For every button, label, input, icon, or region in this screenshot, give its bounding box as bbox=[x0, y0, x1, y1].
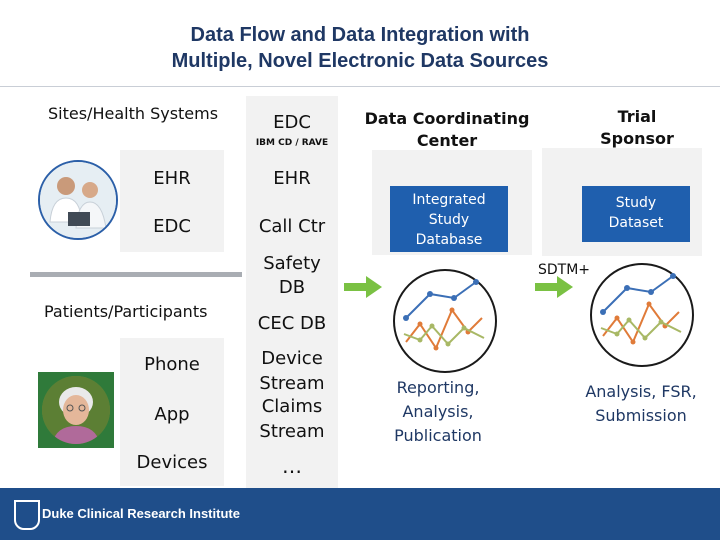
section-divider-bar bbox=[30, 272, 242, 277]
line-chart-icon bbox=[393, 269, 497, 373]
duke-logo-icon bbox=[14, 500, 40, 530]
edc-heading: EDC bbox=[273, 112, 311, 133]
dcc-caption: Reporting, Analysis, Publication bbox=[394, 378, 482, 445]
sponsor-heading: Trial Sponsor bbox=[600, 107, 674, 148]
study-dataset-box: Study Dataset bbox=[582, 186, 690, 242]
edc-column bbox=[246, 96, 338, 490]
line-chart-icon bbox=[590, 263, 694, 367]
edc-item-safety-db: Safety DB bbox=[263, 253, 321, 298]
sites-box bbox=[120, 150, 224, 252]
doctor-photo bbox=[38, 160, 118, 240]
integrated-study-database-box: Integrated Study Database bbox=[390, 186, 508, 252]
patients-item-devices: Devices bbox=[136, 452, 208, 473]
edc-item-cec-db: CEC DB bbox=[257, 313, 327, 334]
header-divider bbox=[0, 86, 720, 87]
edc-item-claims-stream: Claims Stream bbox=[259, 396, 325, 442]
edc-item-device-stream: Device Stream bbox=[259, 348, 325, 394]
sites-heading: Sites/Health Systems bbox=[48, 104, 219, 123]
footer-text: Duke Clinical Research Institute bbox=[42, 506, 240, 521]
edc-subheading: IBM CD / RAVE bbox=[255, 138, 329, 148]
sponsor-caption: Analysis, FSR, Submission bbox=[585, 382, 697, 425]
footer-bar bbox=[0, 488, 720, 540]
patient-photo-frame bbox=[38, 372, 114, 448]
dcc-heading: Data Coordinating Center bbox=[364, 109, 530, 150]
green-arrow-icon bbox=[344, 276, 382, 298]
page-title: Data Flow and Data Integration with Mult… bbox=[0, 22, 720, 74]
patient-photo bbox=[42, 376, 110, 444]
edc-item-ehr: EHR bbox=[273, 168, 311, 189]
edc-item-call-ctr: Call Ctr bbox=[258, 216, 326, 237]
sites-item-edc: EDC bbox=[153, 216, 191, 237]
title-line-2: Multiple, Novel Electronic Data Sources bbox=[171, 50, 549, 72]
patients-item-phone: Phone bbox=[144, 354, 200, 375]
patients-item-app: App bbox=[154, 404, 190, 425]
title-line-1: Data Flow and Data Integration with bbox=[190, 24, 530, 46]
patients-box bbox=[120, 338, 224, 486]
edc-item-more: … bbox=[282, 454, 302, 478]
green-arrow-icon bbox=[535, 276, 573, 298]
transfer-label: SDTM+ bbox=[538, 262, 591, 278]
patients-heading: Patients/Participants bbox=[44, 302, 208, 321]
sites-item-ehr: EHR bbox=[153, 168, 191, 189]
